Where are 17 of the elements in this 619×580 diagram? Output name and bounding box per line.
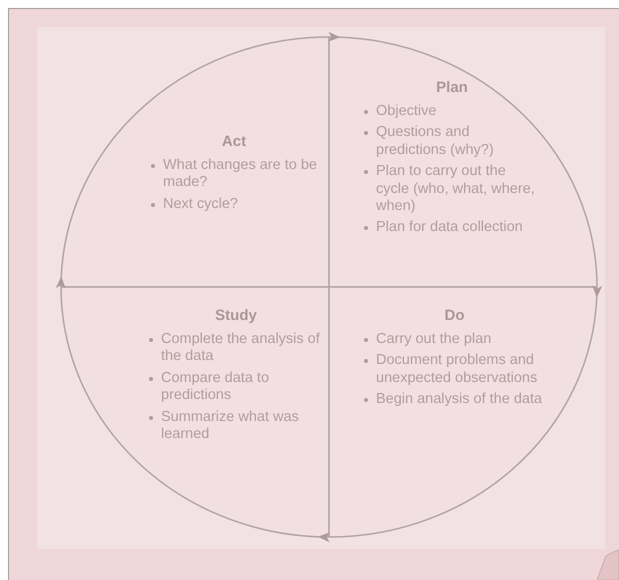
bullet-text: Summarize what was learned: [161, 408, 300, 444]
bullet-text: Plan for data collection: [376, 219, 523, 237]
bullet-text: Compare data to predictions: [161, 370, 270, 405]
bullet-text: Questions and predictions (why?): [376, 124, 495, 160]
quadrant-heading: Study: [214, 307, 258, 325]
bullet-text: Carry out the plan: [376, 331, 492, 348]
quadrant-heading: Do: [444, 307, 466, 325]
quadrant-heading: Plan: [435, 79, 469, 97]
bullet-text: Objective: [376, 103, 436, 120]
bullet-text: Document problems and unexpected observations: [376, 352, 538, 388]
cycle-arrow: [60, 32, 340, 278]
bullet-text: What changes are to be made?: [163, 157, 318, 192]
bullet-text: Begin analysis of the data: [376, 391, 542, 409]
quadrant-heading: Act: [220, 133, 248, 151]
bullet-text: Next cycle?: [163, 196, 238, 214]
bullet-text: Plan to carry out the cycle (who, what, where, when): [376, 163, 536, 216]
bullet-text: Complete the analysis of the data: [161, 331, 321, 366]
